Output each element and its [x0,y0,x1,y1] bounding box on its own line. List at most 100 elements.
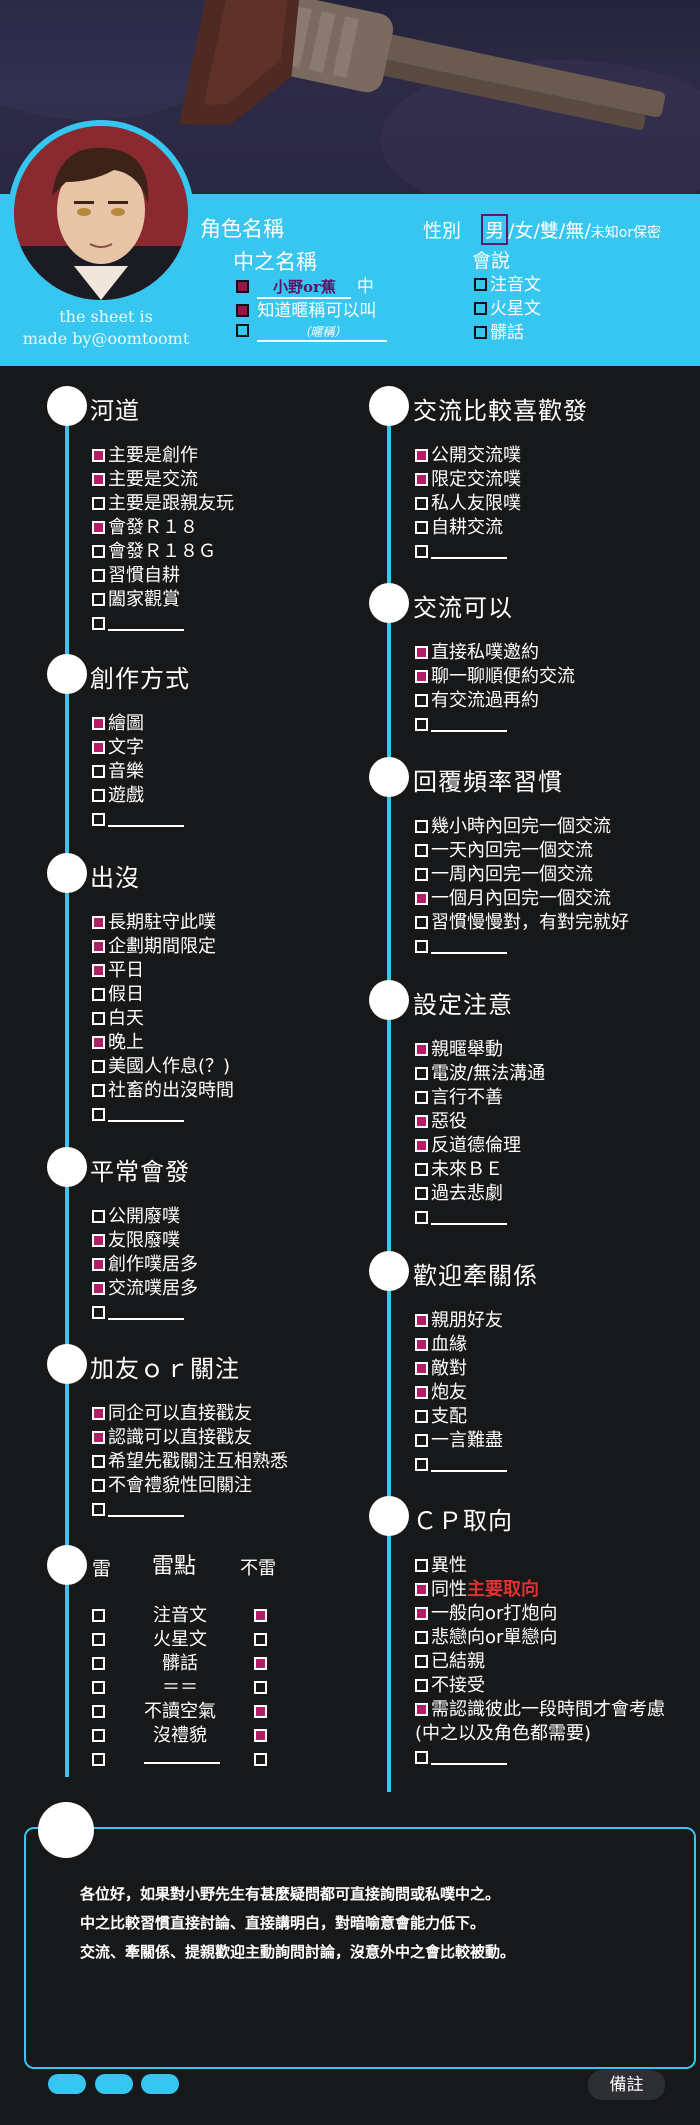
checklist-item[interactable] [92,1103,184,1127]
checklist-item[interactable]: 認識可以直接戳友 [92,1426,252,1450]
checkbox[interactable] [92,765,105,778]
checkbox[interactable] [415,844,428,857]
checklist-item[interactable]: 同企可以直接戳友 [92,1402,252,1426]
checkbox[interactable] [415,1139,428,1152]
checkbox[interactable] [415,1559,428,1572]
thunder-lei-checkbox[interactable] [92,1633,105,1646]
checklist-item[interactable]: 不會禮貌性回關注 [92,1474,252,1498]
checkbox[interactable] [415,1703,428,1716]
thunder-lei-checkbox[interactable] [92,1705,105,1718]
checkbox[interactable] [415,545,428,558]
checklist-item[interactable] [92,1301,184,1325]
checklist-item[interactable]: 炮友 [415,1381,467,1405]
checkbox[interactable] [415,1338,428,1351]
checkbox[interactable] [92,449,105,462]
checkbox[interactable] [92,1455,105,1468]
checkbox[interactable] [415,916,428,929]
checkbox[interactable] [92,1210,105,1223]
checkbox[interactable] [92,1108,105,1121]
pl-name-checkbox[interactable] [236,280,249,293]
checklist-item[interactable]: 主要是創作 [92,444,198,468]
checklist-item[interactable]: 限定交流噗 [415,468,521,492]
thunder-lei-checkbox[interactable] [92,1753,105,1766]
checkbox[interactable] [92,988,105,1001]
checklist-item[interactable]: 友限廢噗 [92,1229,180,1253]
checklist-item[interactable]: 異性 [415,1554,467,1578]
checkbox[interactable] [415,892,428,905]
checklist-item[interactable]: 一周內回完一個交流 [415,863,593,887]
checklist-item[interactable]: 一個月內回完一個交流 [415,887,611,911]
thunder-bulei-checkbox[interactable] [254,1705,267,1718]
checklist-item[interactable]: 闔家觀賞 [92,588,180,612]
checkbox[interactable] [92,789,105,802]
checkbox[interactable] [415,1211,428,1224]
checkbox[interactable] [92,521,105,534]
checklist-item[interactable]: 平日 [92,959,144,983]
checkbox[interactable] [415,1314,428,1327]
checklist-item[interactable]: 同性主要取向 [415,1578,539,1602]
speech-option[interactable]: 髒話 [474,321,541,345]
gender-option-none[interactable]: 無 [565,220,585,242]
checkbox[interactable] [415,694,428,707]
checklist-item[interactable] [415,1746,507,1770]
thunder-lei-checkbox[interactable] [92,1729,105,1742]
checkbox[interactable] [415,1458,428,1471]
checklist-item[interactable]: 一言難盡 [415,1429,503,1453]
checkbox[interactable] [92,1306,105,1319]
checklist-item[interactable]: 有交流過再約 [415,689,539,713]
checkbox[interactable] [92,1407,105,1420]
checkbox[interactable] [92,545,105,558]
checkbox[interactable] [92,1503,105,1516]
checklist-item[interactable]: 主要是交流 [92,468,198,492]
checklist-item[interactable]: 公開交流噗 [415,444,521,468]
checkbox[interactable] [415,1043,428,1056]
checklist-item[interactable]: 希望先戳關注互相熟悉 [92,1450,288,1474]
checklist-item[interactable]: 一般向or打炮向 [415,1602,557,1626]
checklist-item[interactable]: 遊戲 [92,784,144,808]
checkbox[interactable] [415,1655,428,1668]
checklist-item[interactable]: 支配 [415,1405,467,1429]
checkbox[interactable] [92,1036,105,1049]
checklist-item[interactable] [92,808,184,832]
checklist-item[interactable]: 習慣自耕 [92,564,180,588]
checklist-item[interactable]: 企劃期間限定 [92,935,216,959]
checkbox[interactable] [415,1386,428,1399]
checklist-item[interactable] [415,935,507,959]
thunder-lei-checkbox[interactable] [92,1609,105,1622]
checklist-item[interactable]: 需認識彼此一段時間才會考慮 [415,1698,665,1722]
checklist-item[interactable]: 言行不善 [415,1086,503,1110]
checkbox[interactable] [92,1431,105,1444]
checkbox[interactable] [92,717,105,730]
checkbox[interactable] [92,473,105,486]
checklist-item[interactable]: 文字 [92,736,144,760]
checkbox[interactable] [415,1631,428,1644]
checkbox[interactable] [415,1067,428,1080]
checklist-item[interactable]: 親朋好友 [415,1309,503,1333]
checklist-item[interactable]: 未來ＢＥ [415,1158,503,1182]
checkbox[interactable] [415,521,428,534]
checkbox[interactable] [92,617,105,630]
thunder-bulei-checkbox[interactable] [254,1681,267,1694]
speech-checkbox[interactable] [474,278,487,291]
checklist-item[interactable] [415,1206,507,1230]
checklist-item[interactable]: 過去悲劇 [415,1182,503,1206]
checkbox[interactable] [415,1115,428,1128]
checkbox[interactable] [415,497,428,510]
checklist-item[interactable]: 美國人作息(？) [92,1055,230,1079]
checkbox[interactable] [92,813,105,826]
checkbox[interactable] [92,964,105,977]
checklist-item[interactable]: 一天內回完一個交流 [415,839,593,863]
checklist-item[interactable]: 長期駐守此噗 [92,911,216,935]
checklist-item[interactable]: 電波/無法溝通 [415,1062,545,1086]
checkbox[interactable] [415,1434,428,1447]
checkbox[interactable] [92,940,105,953]
checklist-item[interactable]: 繪圖 [92,712,144,736]
gender-option-both[interactable]: 雙 [539,220,559,242]
checkbox[interactable] [415,1607,428,1620]
thunder-bulei-checkbox[interactable] [254,1729,267,1742]
checkbox[interactable] [92,1234,105,1247]
checklist-item[interactable]: 親暱舉動 [415,1038,503,1062]
checklist-item[interactable]: 創作噗居多 [92,1253,198,1277]
checkbox[interactable] [92,569,105,582]
checklist-item[interactable]: 習慣慢慢對，有對完就好 [415,911,629,935]
